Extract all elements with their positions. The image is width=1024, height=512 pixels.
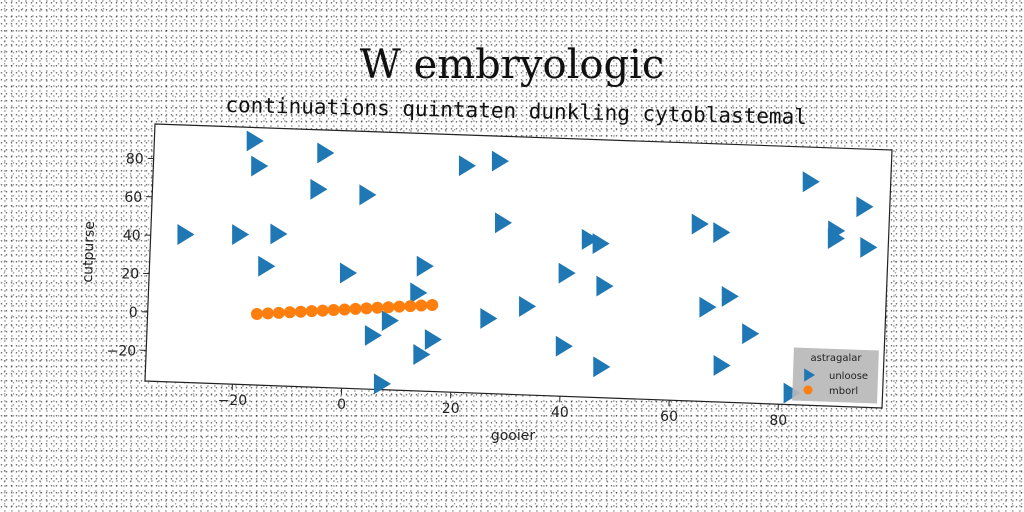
y-axis-label: cutpurse bbox=[80, 221, 98, 283]
x-tick-label: 80 bbox=[769, 413, 787, 429]
x-tick-label: −20 bbox=[218, 393, 248, 409]
y-tick-label: 60 bbox=[124, 190, 142, 206]
series-0-point bbox=[519, 295, 537, 317]
series-0-point bbox=[494, 212, 513, 234]
x-tick-label: 40 bbox=[551, 405, 569, 421]
series-0-point bbox=[783, 382, 801, 404]
y-tick-label: 80 bbox=[126, 152, 144, 168]
series-0-point bbox=[802, 171, 820, 193]
plot-frame bbox=[144, 123, 893, 409]
series-0-point bbox=[555, 335, 573, 357]
x-tick-label: 20 bbox=[442, 401, 460, 417]
series-1-point bbox=[327, 304, 340, 317]
series-1-point bbox=[371, 301, 384, 314]
y-tick-label: 0 bbox=[129, 305, 138, 321]
series-1-point bbox=[294, 305, 307, 318]
series-1-point bbox=[415, 299, 428, 312]
series-1-point bbox=[338, 303, 351, 316]
series-1-point bbox=[393, 300, 406, 313]
series-1-point bbox=[272, 306, 285, 319]
series-0-point bbox=[424, 329, 442, 350]
series-0-point bbox=[373, 373, 391, 395]
series-0-point bbox=[364, 324, 382, 346]
series-0-point bbox=[827, 228, 845, 249]
series-0-point bbox=[593, 356, 611, 378]
series-0-point bbox=[581, 228, 599, 250]
series-1-point bbox=[305, 305, 318, 318]
series-0-point bbox=[177, 224, 195, 245]
series-0-point bbox=[491, 150, 509, 172]
series-1-point bbox=[283, 306, 296, 319]
series-0-point bbox=[856, 196, 874, 218]
legend-label: mborl bbox=[829, 386, 858, 397]
series-0-point bbox=[596, 275, 614, 297]
y-tick-label: 40 bbox=[123, 228, 141, 244]
series-0-point bbox=[258, 255, 276, 277]
series-0-point bbox=[232, 224, 250, 245]
plot-area: −20 0 20 40 60 80 −20 0 20 40 60 80 gooier cutpurse as… bbox=[80, 123, 893, 444]
legend-box bbox=[792, 347, 879, 404]
series-1-point bbox=[349, 302, 362, 315]
chart-subtitle: continuations quintaten dunkling cytobla… bbox=[225, 93, 807, 129]
y-tick-label: −20 bbox=[107, 343, 137, 359]
series-0-point bbox=[251, 155, 269, 177]
y-tick-label: 20 bbox=[121, 267, 139, 283]
series-0-point bbox=[413, 344, 431, 365]
series-0-point bbox=[317, 142, 335, 164]
series-0-point bbox=[699, 296, 717, 318]
x-tick-label: 60 bbox=[660, 409, 678, 425]
series-0-point bbox=[558, 262, 576, 284]
series-0-point bbox=[458, 155, 476, 177]
series-0-point bbox=[480, 308, 498, 329]
series-0-point bbox=[713, 354, 731, 376]
x-tick-label: 0 bbox=[337, 397, 346, 413]
x-axis-label: gooier bbox=[491, 428, 536, 444]
series-0-point bbox=[310, 178, 328, 200]
series-1-point bbox=[360, 302, 373, 315]
series-0-point bbox=[410, 282, 428, 304]
series-0-point bbox=[359, 184, 377, 206]
series-0-point bbox=[381, 310, 399, 332]
series-0-point bbox=[339, 262, 358, 284]
series-0-point bbox=[246, 130, 264, 152]
series-0-point bbox=[721, 285, 739, 307]
series-1-point bbox=[261, 307, 274, 320]
series-1-point bbox=[382, 301, 395, 314]
series-1-point bbox=[316, 304, 329, 317]
series-0-point bbox=[416, 255, 434, 277]
series-0-point bbox=[691, 213, 709, 235]
series-0-point bbox=[592, 233, 610, 255]
series-1-point bbox=[426, 298, 439, 311]
legend-marker bbox=[804, 368, 815, 382]
series-0-point bbox=[713, 222, 731, 243]
series-0-point bbox=[860, 236, 878, 258]
legend-label: unloose bbox=[829, 371, 868, 382]
series-1-point bbox=[250, 307, 263, 320]
series-0-point bbox=[270, 223, 288, 245]
chart-title: W embryologic bbox=[360, 42, 665, 88]
series-1-point bbox=[404, 300, 417, 313]
series-0-point bbox=[742, 323, 760, 345]
legend-title: astragalar bbox=[811, 353, 863, 364]
legend-marker bbox=[803, 385, 813, 395]
